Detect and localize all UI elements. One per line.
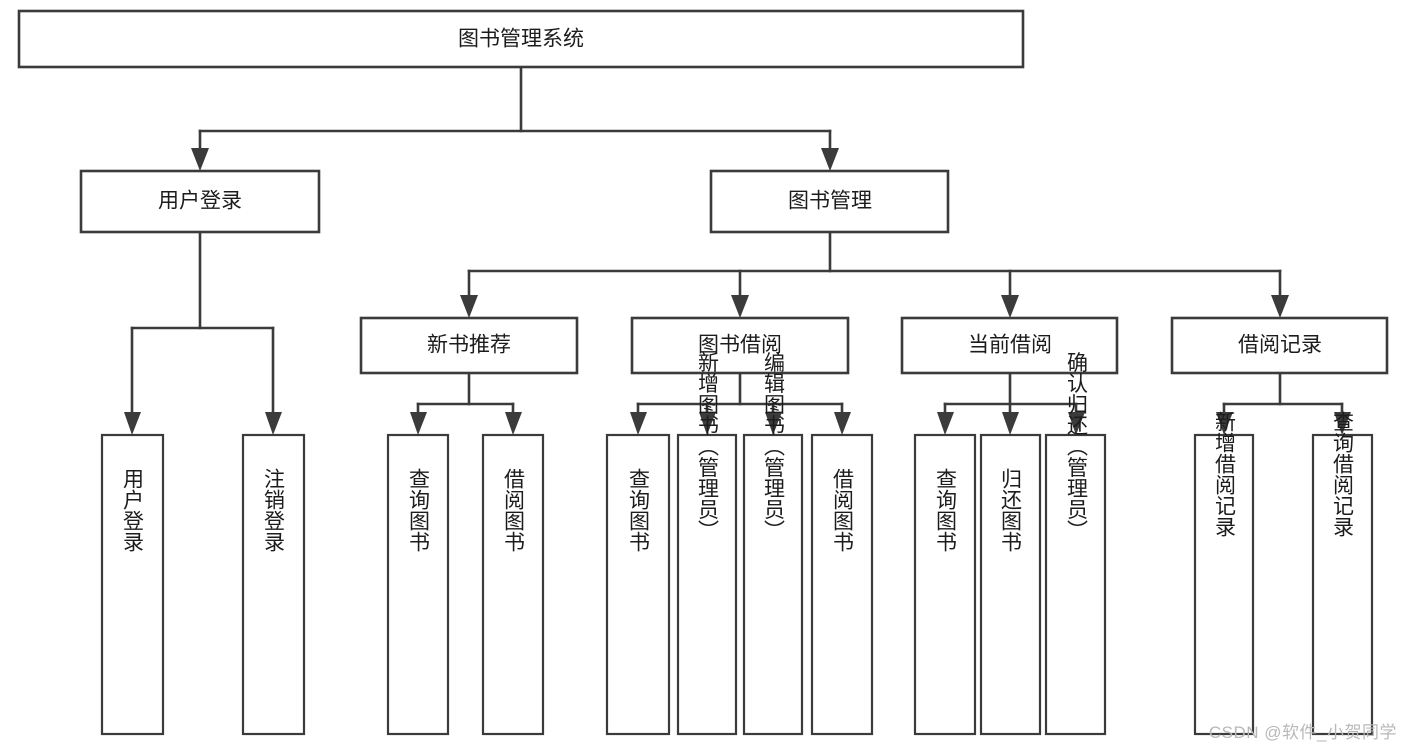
node-leaf-user-login-label: 用户登录 [121, 468, 145, 552]
arrow-head-icon [460, 295, 478, 318]
node-root[interactable]: 图书管理系统 [17, 9, 1025, 69]
node-leaf-query-book-3[interactable]: 查询图书 [913, 433, 977, 736]
node-leaf-query-book-3-label: 查询图书 [934, 468, 958, 552]
node-leaf-query-record[interactable]: 查询借阅记录 [1311, 411, 1374, 736]
connector-book-borrow-to-leaves [630, 371, 851, 435]
node-book-manage-box[interactable] [709, 169, 950, 234]
node-leaf-logout-label: 注销登录 [262, 468, 286, 552]
node-leaf-borrow-book-1-box[interactable] [481, 433, 545, 736]
arrow-head-icon [765, 412, 782, 435]
node-book-borrow[interactable]: 图书借阅 [630, 316, 850, 375]
node-leaf-borrow-book-1-label: 借阅图书 [502, 468, 526, 552]
node-leaf-confirm-return-box[interactable] [1044, 433, 1107, 736]
node-leaf-logout-box[interactable] [241, 433, 306, 736]
node-leaf-edit-book-box[interactable] [742, 433, 804, 736]
node-new-book-rec-box[interactable] [359, 316, 579, 375]
node-leaf-edit-book[interactable]: 编辑图书（管理员） [742, 352, 804, 736]
node-borrow-record-label: 借阅记录 [1238, 334, 1322, 357]
node-user-login-label: 用户登录 [158, 190, 242, 213]
arrow-head-icon [699, 412, 716, 435]
node-leaf-confirm-return[interactable]: 确认归还（管理员） [1044, 352, 1107, 736]
node-book-borrow-box[interactable] [630, 316, 850, 375]
node-current-borrow-label: 当前借阅 [968, 334, 1052, 357]
node-leaf-query-book-1-label: 查询图书 [407, 468, 431, 552]
node-book-manage[interactable]: 图书管理 [709, 169, 950, 234]
node-borrow-record-box[interactable] [1170, 316, 1389, 375]
node-user-login[interactable]: 用户登录 [79, 169, 321, 234]
arrow-head-icon [265, 412, 282, 435]
arrow-head-icon [1271, 295, 1289, 318]
node-leaf-return-book-box[interactable] [979, 433, 1042, 736]
node-leaf-add-book[interactable]: 新增图书（管理员） [676, 352, 738, 736]
node-leaf-query-record-label: 查询借阅记录 [1331, 411, 1355, 537]
node-leaf-edit-book-label: 编辑图书（管理员） [762, 352, 786, 541]
node-leaf-query-book-2[interactable]: 查询图书 [605, 433, 671, 736]
node-new-book-rec-label: 新书推荐 [427, 334, 511, 357]
node-leaf-borrow-book-2[interactable]: 借阅图书 [810, 433, 874, 736]
node-leaf-borrow-book-1[interactable]: 借阅图书 [481, 433, 545, 736]
node-leaf-add-record-box[interactable] [1193, 433, 1255, 736]
node-leaf-query-book-2-label: 查询图书 [627, 468, 651, 552]
node-leaf-borrow-book-2-label: 借阅图书 [831, 468, 855, 552]
node-current-borrow[interactable]: 当前借阅 [900, 316, 1119, 375]
node-root-label: 图书管理系统 [458, 28, 584, 51]
arrow-head-icon [1068, 412, 1085, 435]
node-leaf-add-book-box[interactable] [676, 433, 738, 736]
arrow-head-icon [937, 412, 954, 435]
arrow-head-icon [1002, 412, 1019, 435]
connector-user-login-to-leaves [124, 230, 282, 435]
node-user-login-box[interactable] [79, 169, 321, 234]
arrow-head-icon [821, 148, 839, 171]
node-leaf-add-record-label: 新增借阅记录 [1213, 411, 1237, 537]
node-borrow-record[interactable]: 借阅记录 [1170, 316, 1389, 375]
node-new-book-rec[interactable]: 新书推荐 [359, 316, 579, 375]
node-leaf-confirm-return-label: 确认归还（管理员） [1065, 352, 1089, 541]
connector-borrow-record-to-leaves [1216, 371, 1351, 435]
arrow-head-icon [124, 412, 141, 435]
node-leaf-return-book[interactable]: 归还图书 [979, 433, 1042, 736]
node-current-borrow-box[interactable] [900, 316, 1119, 375]
arrow-head-icon [191, 148, 209, 171]
node-leaf-query-record-box[interactable] [1311, 433, 1374, 736]
arrow-head-icon [1216, 412, 1233, 435]
node-book-manage-label: 图书管理 [788, 190, 872, 213]
arrow-head-icon [630, 412, 647, 435]
connector-book-manage-to-level3 [460, 230, 1289, 318]
node-leaf-add-record[interactable]: 新增借阅记录 [1193, 411, 1255, 736]
node-leaf-return-book-label: 归还图书 [999, 468, 1023, 552]
node-book-borrow-label: 图书借阅 [698, 334, 782, 357]
arrow-head-icon [1001, 295, 1019, 318]
node-leaf-query-book-3-box[interactable] [913, 433, 977, 736]
node-leaf-query-book-1-box[interactable] [386, 433, 450, 736]
connector-current-borrow-to-leaves [937, 371, 1085, 435]
arrow-head-icon [731, 295, 749, 318]
node-leaf-query-book-1[interactable]: 查询图书 [386, 433, 450, 736]
node-leaf-user-login-box[interactable] [100, 433, 165, 736]
arrow-head-icon [505, 412, 522, 435]
arrow-head-icon [834, 412, 851, 435]
node-leaf-logout[interactable]: 注销登录 [241, 433, 306, 736]
arrow-head-icon [1334, 412, 1351, 435]
node-leaf-borrow-book-2-box[interactable] [810, 433, 874, 736]
arrow-head-icon [410, 412, 427, 435]
connector-new-book-rec-to-leaves [410, 371, 522, 435]
node-leaf-user-login[interactable]: 用户登录 [100, 433, 165, 736]
node-leaf-query-book-2-box[interactable] [605, 433, 671, 736]
node-leaf-add-book-label: 新增图书（管理员） [696, 352, 720, 541]
node-root-box[interactable] [17, 9, 1025, 69]
connector-root-to-level2 [191, 65, 839, 171]
